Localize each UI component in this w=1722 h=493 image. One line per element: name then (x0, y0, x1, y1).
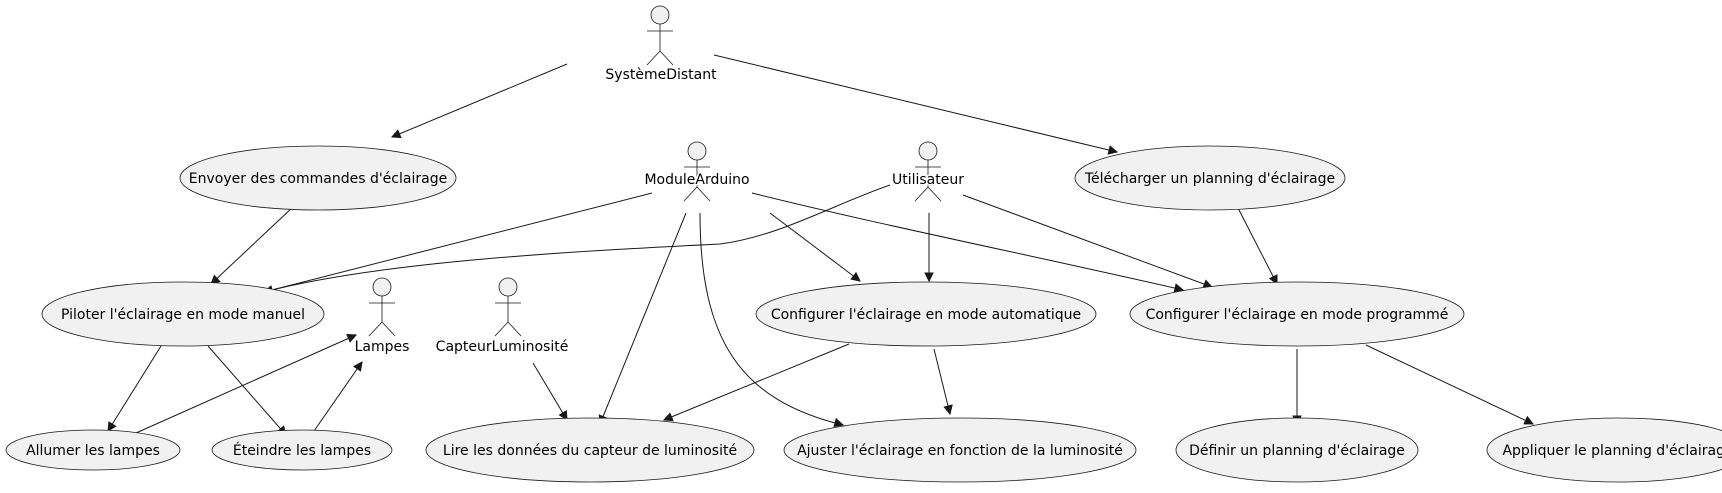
stick-figure-icon (494, 277, 522, 337)
edge-programme-appliquer (1365, 344, 1535, 425)
edge-piloter-allumer (107, 345, 162, 432)
stick-figure-icon (683, 141, 711, 202)
use-case-ajuster-eclairage[interactable]: Ajuster l'éclairage en fonction de la lu… (783, 417, 1137, 483)
actor-label: SystèmeDistant (605, 67, 717, 83)
edge-automatique-ajuster (933, 348, 953, 416)
use-case-label: Éteindre les lampes (233, 442, 371, 459)
edge-automatique-lire (662, 343, 850, 422)
use-case-label: Allumer les lampes (26, 443, 160, 459)
use-case-definir-planning[interactable]: Définir un planning d'éclairage (1175, 417, 1419, 483)
use-case-label: Piloter l'éclairage en mode manuel (61, 307, 305, 323)
edge-capteur-lire (532, 362, 568, 421)
stick-figure-icon (646, 5, 674, 66)
edge-piloter-eteindre (207, 345, 287, 436)
use-case-lire-capteur[interactable]: Lire les données du capteur de luminosit… (425, 417, 755, 483)
edge-eteindre-lampes (313, 361, 363, 432)
use-case-piloter-manuel[interactable]: Piloter l'éclairage en mode manuel (41, 281, 325, 347)
edge-utilisateur-automatique (924, 213, 934, 283)
use-case-label: Configurer l'éclairage en mode automatiq… (771, 307, 1081, 323)
edge-systeme-telecharger (713, 54, 1119, 155)
use-case-configurer-programme[interactable]: Configurer l'éclairage en mode programmé (1129, 281, 1465, 347)
edge-systeme-envoyer (390, 63, 568, 139)
use-case-allumer-lampes[interactable]: Allumer les lampes (5, 429, 181, 471)
edge-arduino-ajuster (699, 212, 845, 428)
actor-label: Utilisateur (892, 172, 964, 188)
use-case-appliquer-planning[interactable]: Appliquer le planning d'éclairage (1486, 417, 1722, 483)
actor-label: Lampes (355, 339, 410, 355)
use-case-label: Envoyer des commandes d'éclairage (189, 171, 447, 187)
actor-utilisateur[interactable]: Utilisateur (890, 141, 966, 202)
actor-label: CapteurLuminosité (436, 339, 569, 355)
use-case-label: Télécharger un planning d'éclairage (1084, 171, 1335, 187)
use-case-telecharger-planning[interactable]: Télécharger un planning d'éclairage (1074, 145, 1346, 211)
actor-label: ModuleArduino (644, 172, 749, 188)
stick-figure-icon (914, 141, 942, 202)
actor-systeme-distant[interactable]: SystèmeDistant (605, 5, 717, 83)
edge-programme-definir (1292, 349, 1302, 426)
stick-figure-icon (368, 277, 396, 337)
edge-arduino-lire (598, 212, 687, 426)
relations (107, 54, 1535, 436)
use-case-label: Définir un planning d'éclairage (1189, 443, 1405, 459)
edge-allumer-lampes (135, 333, 358, 434)
use-case-label: Configurer l'éclairage en mode programmé (1146, 307, 1449, 323)
actor-capteur-luminosite[interactable]: CapteurLuminosité (436, 277, 569, 355)
use-case-configurer-automatique[interactable]: Configurer l'éclairage en mode automatiq… (755, 281, 1097, 347)
actor-module-arduino[interactable]: ModuleArduino (643, 141, 751, 202)
edge-arduino-programme (751, 192, 1185, 293)
actor-lampes[interactable]: Lampes (353, 277, 411, 357)
use-case-label: Ajuster l'éclairage en fonction de la lu… (797, 443, 1123, 459)
use-case-envoyer-commandes[interactable]: Envoyer des commandes d'éclairage (179, 145, 457, 211)
edge-telecharger-programme (1237, 207, 1278, 286)
use-case-label: Lire les données du capteur de luminosit… (443, 443, 737, 459)
use-case-eteindre-lampes[interactable]: Éteindre les lampes (211, 429, 393, 471)
use-case-label: Appliquer le planning d'éclairage (1502, 443, 1722, 459)
edge-envoyer-piloter (210, 206, 294, 285)
edge-arduino-automatique (769, 212, 861, 282)
